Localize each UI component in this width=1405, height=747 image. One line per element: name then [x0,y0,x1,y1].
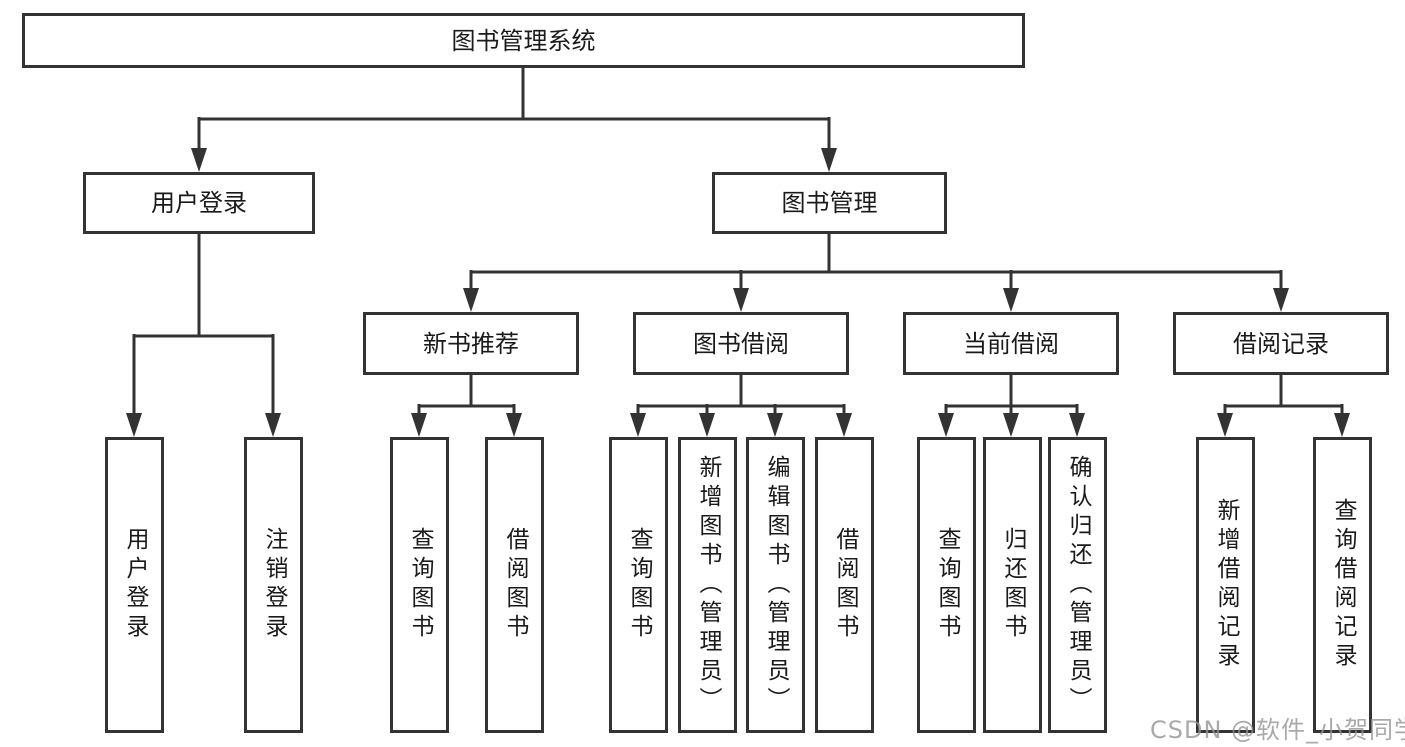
node-label: 借阅记录 [1233,329,1329,358]
node-label: 借阅图书 [502,527,528,643]
node-label: 新书推荐 [423,329,519,358]
node-label: 确认归还（管理员） [1065,454,1091,716]
csdn-watermark: CSDN @软件_小贺同学 [1150,716,1405,744]
leaf-add-book-admin: 新增图书（管理员） [678,437,737,733]
node-label: 新增借阅记录 [1213,498,1239,672]
leaf-logout: 注销登录 [244,437,303,733]
leaf-return-books: 归还图书 [983,437,1042,733]
leaf-edit-book-admin: 编辑图书（管理员） [746,437,805,733]
leaf-query-books: 查询图书 [390,437,449,733]
node-label: 编辑图书（管理员） [763,454,789,716]
node-label: 图书借阅 [693,329,789,358]
node-book-management: 图书管理 [712,172,947,234]
leaf-query-borrow-record: 查询借阅记录 [1313,437,1372,733]
node-label: 查询图书 [407,527,433,643]
node-library-management-system: 图书管理系统 [22,13,1025,68]
node-label: 图书管理系统 [451,26,596,55]
node-new-book-recommend: 新书推荐 [363,312,579,375]
node-label: 图书管理 [781,189,878,217]
leaf-borrow-books: 借阅图书 [815,437,874,733]
leaf-borrow-books: 借阅图书 [485,437,544,733]
leaf-query-books: 查询图书 [609,437,668,733]
node-label: 查询借阅记录 [1330,498,1356,672]
node-borrow-records: 借阅记录 [1173,312,1389,375]
leaf-user-login: 用户登录 [105,437,164,733]
leaf-add-borrow-record: 新增借阅记录 [1196,437,1255,733]
node-label: 新增图书（管理员） [695,454,721,716]
node-label: 用户登录 [122,527,148,643]
node-label: 借阅图书 [832,527,858,643]
leaf-confirm-return-admin: 确认归还（管理员） [1048,437,1107,733]
node-current-borrow: 当前借阅 [903,312,1119,375]
node-label: 归还图书 [1000,527,1026,643]
node-book-borrow: 图书借阅 [633,312,849,375]
node-label: 查询图书 [626,527,652,643]
node-label: 当前借阅 [963,329,1059,358]
node-user-login: 用户登录 [83,172,315,234]
node-label: 用户登录 [151,189,247,217]
node-label: 查询图书 [934,527,960,643]
arrowheads [126,148,1350,437]
leaf-query-books: 查询图书 [917,437,976,733]
node-label: 注销登录 [261,527,287,643]
